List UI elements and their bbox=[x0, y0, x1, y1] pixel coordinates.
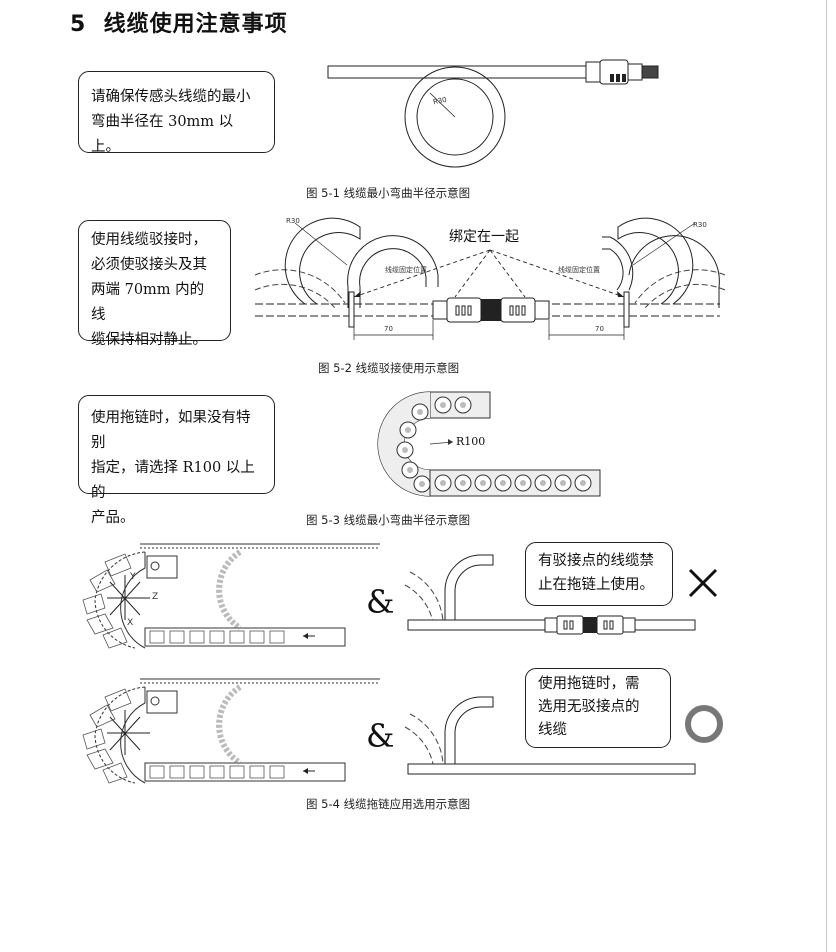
fig3-radius-label: R100 bbox=[456, 435, 486, 448]
fig4-circle-ok-icon bbox=[685, 705, 723, 743]
fig2-note-line-3: 两端 70mm 内的线 bbox=[91, 282, 205, 323]
section-number: 5 bbox=[70, 12, 87, 37]
fig4-bad-note-line-2: 止在拖链上使用。 bbox=[538, 577, 654, 593]
section-heading: 5 线缆使用注意事项 bbox=[70, 6, 288, 38]
fig4-axis-x-label: X bbox=[127, 618, 134, 628]
fig1-caption: 图 5-1 线缆最小弯曲半径示意图 bbox=[306, 186, 471, 200]
fig4-caption: 图 5-4 线缆拖链应用选用示意图 bbox=[306, 797, 471, 811]
fig4-amp-bottom: & bbox=[366, 717, 395, 755]
fig3-note: 使用拖链时，如果没有特别 指定，请选择 R100 以上的 产品。 bbox=[78, 395, 275, 526]
fig2-bind-label: 绑定在一起 bbox=[449, 229, 519, 245]
section-title: 线缆使用注意事项 bbox=[103, 12, 288, 37]
fig2-radius-right: R30 bbox=[693, 221, 707, 229]
fig2-note-line-1: 使用线缆驳接时， bbox=[91, 232, 207, 248]
fig2-note-line-4: 缆保持相对静止。 bbox=[91, 332, 207, 348]
fig2-caption: 图 5-2 线缆驳接使用示意图 bbox=[318, 361, 460, 375]
fig2-fix-label-right: 线缆固定位置 bbox=[558, 266, 600, 274]
fig2-dim-left: 70 bbox=[384, 325, 393, 333]
fig4-bad-note-line-1: 有驳接点的线缆禁 bbox=[538, 553, 654, 569]
fig2-note-line-2: 必须使驳接头及其 bbox=[91, 257, 207, 273]
fig4-cross-icon bbox=[688, 568, 718, 598]
fig4-amp-top: & bbox=[366, 583, 395, 621]
fig4-continuous-cable bbox=[404, 696, 696, 775]
page-edge-line bbox=[826, 0, 827, 952]
fig4-spliced-cable bbox=[404, 554, 696, 635]
fig1-cable-diagram bbox=[327, 59, 659, 168]
fig3-note-line-3: 产品。 bbox=[91, 510, 135, 526]
fig1-note-line-2: 弯曲半径在 30mm 以上。 bbox=[91, 114, 234, 155]
fig3-note-line-2: 指定，请选择 R100 以上的 bbox=[91, 460, 255, 501]
fig1-note-line-1: 请确保传感头线缆的最小 bbox=[91, 89, 251, 105]
fig2-bends bbox=[284, 217, 694, 305]
fig1-note: 请确保传感头线缆的最小 弯曲半径在 30mm 以上。 bbox=[78, 71, 275, 155]
fig4-axis-y-label: Y bbox=[130, 572, 136, 582]
fig4-good-note-line-3: 线缆 bbox=[538, 722, 567, 738]
fig3-note-line-1: 使用拖链时，如果没有特别 bbox=[91, 410, 251, 451]
fig2-note: 使用线缆驳接时， 必须使驳接头及其 两端 70mm 内的线 缆保持相对静止。 bbox=[78, 220, 231, 348]
fig4-good-note: 使用拖链时，需 选用无驳接点的 线缆 bbox=[525, 668, 671, 748]
fig2-fix-label-left: 线缆固定位置 bbox=[385, 266, 427, 274]
fig4-good-note-line-1: 使用拖链时，需 bbox=[538, 676, 640, 692]
fig3-drag-chain-diagram bbox=[377, 391, 601, 497]
fig4-good-note-line-2: 选用无驳接点的 bbox=[538, 699, 640, 715]
fig4-chain-drawing-top bbox=[82, 543, 380, 649]
fig3-caption: 图 5-3 线缆最小弯曲半径示意图 bbox=[306, 513, 471, 527]
fig4-chain-drawing-bottom bbox=[82, 678, 380, 784]
fig4-axis-z-label: Z bbox=[152, 592, 159, 602]
fig2-splice-diagram bbox=[254, 222, 726, 340]
fig2-dim-right: 70 bbox=[595, 325, 604, 333]
fig4-bad-note: 有驳接点的线缆禁 止在拖链上使用。 bbox=[525, 542, 673, 606]
fig2-radius-left: R30 bbox=[286, 217, 300, 225]
